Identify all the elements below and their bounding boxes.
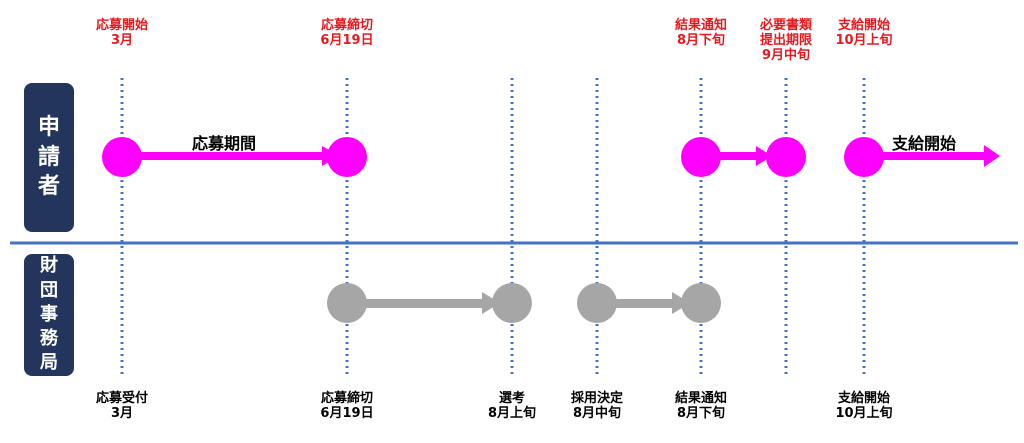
top-label-line: 6月19日 bbox=[320, 33, 374, 48]
bottom-label-deadline: 応募締切 6月19日 bbox=[320, 391, 373, 421]
arrow-payment-shaft bbox=[864, 152, 986, 160]
lane-badge-applicant-char: 者 bbox=[37, 174, 60, 200]
top-label-line: 8月下旬 bbox=[676, 33, 726, 48]
lane-badge-foundation: 財 団 事 務 局 bbox=[24, 254, 74, 376]
top-label-apply-deadline: 応募締切 6月19日 bbox=[320, 18, 373, 48]
bottom-label-line: 結果通知 bbox=[674, 391, 728, 406]
bottom-label-line: 応募受付 bbox=[95, 391, 149, 406]
top-label-line: 9月中旬 bbox=[761, 48, 811, 63]
bottom-label-line: 応募締切 bbox=[320, 391, 374, 406]
top-label-apply-start: 応募開始 3月 bbox=[96, 18, 148, 48]
bottom-label-result: 結果通知 8月下旬 bbox=[675, 391, 727, 421]
bottom-label-adoption: 採用決定 8月中旬 bbox=[571, 391, 623, 421]
bottom-label-payment: 支給開始 10月上旬 bbox=[835, 391, 892, 421]
lane-badge-applicant: 申 請 者 bbox=[24, 83, 74, 232]
bottom-label-apply-receive: 応募受付 3月 bbox=[96, 391, 148, 421]
lane-badge-foundation-char: 務 bbox=[40, 328, 58, 350]
top-label-line: 3月 bbox=[110, 33, 134, 48]
applicant-nodes bbox=[102, 137, 884, 177]
bottom-label-line: 3月 bbox=[110, 406, 134, 421]
arrow-adoption-to-result-shaft bbox=[597, 299, 677, 308]
node-payment-start bbox=[844, 137, 884, 177]
top-label-line: 支給開始 bbox=[837, 18, 890, 33]
node-docs-deadline bbox=[766, 137, 806, 177]
node-result bbox=[681, 283, 721, 323]
bottom-label-line: 選考 bbox=[498, 391, 526, 406]
top-label-result-notice: 結果通知 8月下旬 bbox=[675, 18, 727, 48]
lane-badge-foundation-char: 事 bbox=[40, 303, 58, 325]
guide-lines bbox=[120, 78, 866, 378]
node-apply-start bbox=[102, 137, 142, 177]
top-label-docs-deadline: 必要書類 提出期限 9月中旬 bbox=[760, 18, 812, 63]
foundation-nodes bbox=[327, 283, 721, 323]
top-label-line: 提出期限 bbox=[759, 33, 813, 48]
bottom-label-line: 採用決定 bbox=[570, 391, 624, 406]
lane-badge-foundation-char: 局 bbox=[40, 352, 58, 374]
lane-badge-applicant-char: 請 bbox=[37, 144, 60, 170]
arrow-payment-head bbox=[984, 145, 1000, 167]
bottom-label-line: 10月上旬 bbox=[835, 406, 893, 421]
bottom-label-line: 8月中旬 bbox=[572, 406, 622, 421]
node-apply-deadline bbox=[327, 137, 367, 177]
top-label-line: 必要書類 bbox=[759, 18, 813, 33]
bottom-label-selection: 選考 8月上旬 bbox=[488, 391, 536, 421]
lane-badge-foundation-char: 団 bbox=[40, 279, 58, 301]
node-adoption bbox=[577, 283, 617, 323]
node-selection bbox=[492, 283, 532, 323]
bottom-label-line: 8月下旬 bbox=[676, 406, 726, 421]
bottom-label-line: 6月19日 bbox=[320, 406, 374, 421]
top-label-line: 応募締切 bbox=[320, 18, 374, 33]
arrow-result-to-docs-head bbox=[756, 146, 772, 166]
arrow-application-period-shaft bbox=[122, 152, 327, 160]
top-label-payment-start: 支給開始 10月上旬 bbox=[835, 18, 892, 48]
arrow-deadline-to-selection-head bbox=[482, 292, 500, 314]
bottom-label-line: 支給開始 bbox=[837, 391, 890, 406]
top-label-line: 10月上旬 bbox=[835, 33, 893, 48]
lane-badge-applicant-char: 申 bbox=[37, 114, 60, 140]
lane-badge-foundation-char: 財 bbox=[40, 255, 58, 277]
payment-start-bar-label: 支給開始 bbox=[892, 134, 957, 153]
top-label-line: 応募開始 bbox=[95, 18, 149, 33]
node-deadline bbox=[327, 283, 367, 323]
top-label-line: 結果通知 bbox=[674, 18, 728, 33]
bottom-label-line: 8月上旬 bbox=[487, 406, 537, 421]
arrow-deadline-to-selection-shaft bbox=[347, 299, 487, 308]
application-period-label: 応募期間 bbox=[192, 134, 257, 153]
arrow-result-to-docs-shaft bbox=[701, 152, 761, 160]
node-result-notice bbox=[681, 137, 721, 177]
